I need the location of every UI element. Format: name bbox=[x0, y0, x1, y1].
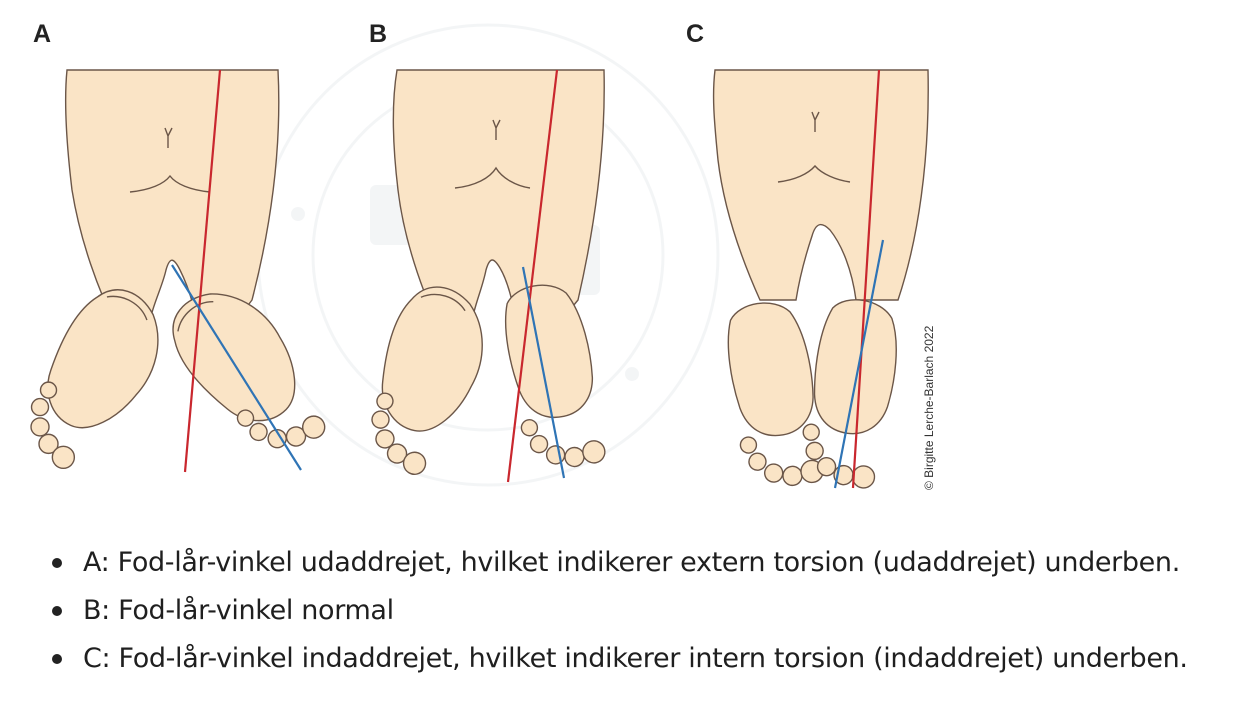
panel-c-left-foot bbox=[717, 296, 830, 493]
caption-item-c: C: Fod-lår-vinkel indaddrejet, hvilket i… bbox=[52, 636, 1188, 684]
caption-list: A: Fod-lår-vinkel udaddrejet, hvilket in… bbox=[52, 540, 1188, 684]
caption-item-b: B: Fod-lår-vinkel normal bbox=[52, 588, 1188, 636]
caption-item-a: A: Fod-lår-vinkel udaddrejet, hvilket in… bbox=[52, 540, 1188, 588]
panel-a-thigh-axis-line bbox=[183, 69, 222, 473]
panel-c-foot-axis-line bbox=[833, 239, 885, 489]
illustration-credit: © Birgitte Lerche-Barlach 2022 bbox=[922, 325, 936, 490]
panel-c-thigh-axis-line bbox=[851, 69, 881, 489]
panel-label-a: A bbox=[33, 20, 52, 48]
panel-a-foot-axis-line bbox=[171, 264, 302, 471]
panel-b-thigh-axis-line bbox=[506, 69, 559, 483]
panel-b-illustration bbox=[345, 69, 612, 484]
panel-label-c: C bbox=[686, 20, 705, 48]
panel-a-illustration bbox=[0, 69, 341, 482]
panel-c-thighs bbox=[712, 69, 929, 301]
panel-b-thighs bbox=[392, 69, 605, 341]
panel-label-b: B bbox=[369, 20, 388, 48]
panel-a-thighs bbox=[64, 69, 280, 346]
panel-c-illustration bbox=[712, 69, 929, 494]
panel-a-left-foot bbox=[0, 275, 183, 482]
panel-b-foot-axis-line bbox=[521, 266, 566, 479]
foot-thigh-angle-figure: A B C © Birgitte Lerche-Barlach 2022 bbox=[0, 20, 936, 510]
panel-b-right-foot bbox=[493, 278, 612, 477]
